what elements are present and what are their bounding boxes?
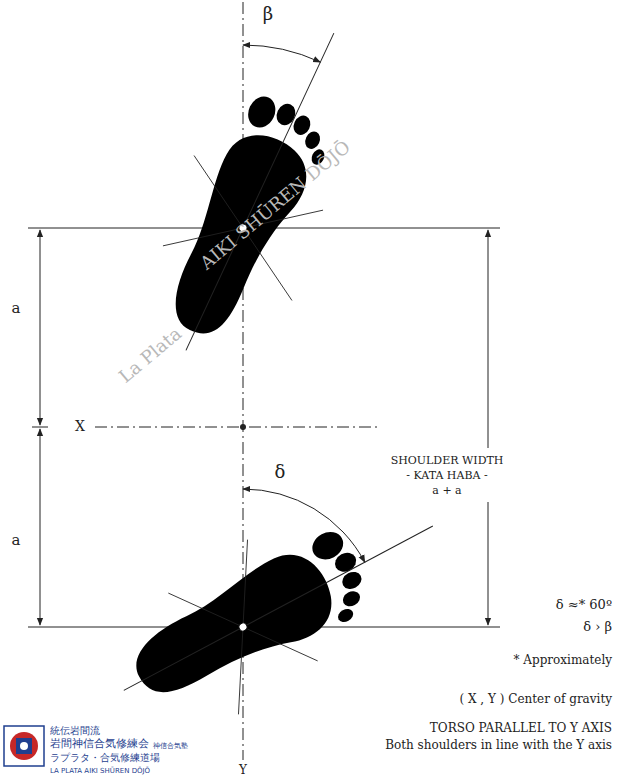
dimension-label: a [12, 300, 21, 317]
note: δ ≈* 60º [556, 598, 612, 613]
dimension-label: - KATA HABA - [404, 470, 489, 483]
note: Both shoulders in line with the Y axis [385, 739, 612, 753]
logo-text: ラプラタ・合気修練道場 [50, 752, 160, 764]
dimension-label: a [12, 532, 21, 549]
note: TORSO PARALLEL TO Y AXIS [430, 722, 612, 736]
logo-text: 岩間神信合気修練会 [50, 738, 149, 751]
watermark: La Plata [115, 323, 186, 387]
axis-label: Y [239, 764, 247, 778]
logo-text: 神信合気塾 [153, 742, 188, 750]
dimension-label: a + a [430, 485, 463, 498]
note: ( X , Y ) Center of gravity [460, 693, 612, 707]
note: * Approximately [514, 654, 612, 668]
logo-text: 統伝岩間流 [50, 725, 100, 737]
angle-label: δ [275, 462, 286, 483]
angle-label: β [263, 4, 273, 25]
dimension-label: SHOULDER WIDTH [389, 455, 506, 468]
axis-label: X [75, 418, 85, 434]
note: δ › β [583, 620, 612, 635]
logo-text: LA PLATA AIKI SHŪREN DŌJŌ [50, 767, 150, 775]
